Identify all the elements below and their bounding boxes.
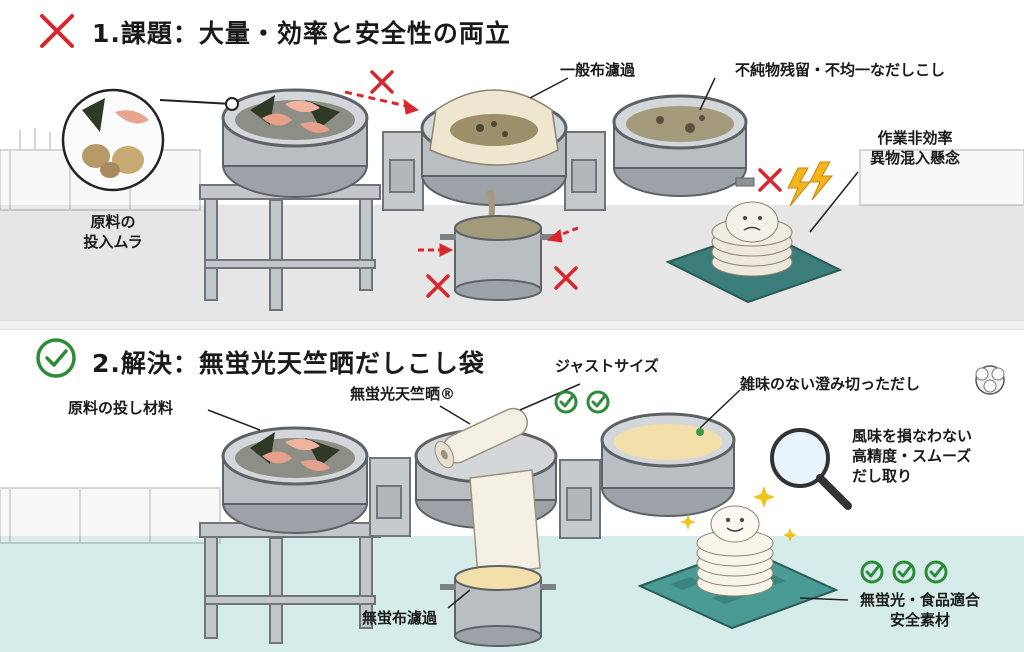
precision-line3: だし取り (852, 467, 913, 485)
control-box (369, 457, 601, 539)
raw-uneven-line1: 原料の (90, 213, 136, 231)
sparkle-icon (680, 486, 797, 542)
raw-uneven-line2: 投入ムラ (83, 233, 143, 251)
just-size-label: ジャストサイズ (555, 357, 659, 375)
inefficient-line1: 作業非効率 (877, 129, 953, 147)
safe-line2: 安全素材 (889, 611, 950, 629)
impurity-label: 不純物残留・不均一なだしこし (735, 61, 946, 79)
lightning-icon (787, 161, 834, 207)
inefficient-label: 作業非効率 異物混入懸念 (850, 128, 980, 168)
cloth-filter-pot (420, 89, 568, 227)
check-icon (36, 338, 76, 378)
raw-ingredients-pot (221, 426, 369, 534)
stand (199, 522, 381, 644)
solution-illustration (0, 338, 1005, 647)
ingredient-closeup (61, 88, 239, 192)
background-kitchen (0, 487, 221, 544)
cross-icon (40, 14, 74, 48)
section-divider (0, 320, 1024, 330)
cotton-icon (975, 365, 1005, 395)
precision-label: 風味を損なわない 高精度・スムーズ だし取り (852, 426, 972, 486)
cross-icon (370, 70, 782, 298)
problem-illustration (0, 14, 1024, 311)
leader-lines (529, 77, 859, 233)
raw-uneven-label: 原料の 投入ムラ (68, 212, 158, 252)
raw-ingredients-pot (221, 88, 369, 198)
control-box (382, 131, 606, 211)
safe-material-label: 無蛍光・食品適合 安全素材 (850, 590, 990, 630)
fabric-filter-pot (414, 407, 558, 577)
stand (199, 184, 381, 311)
precision-line2: 高精度・スムーズ (852, 447, 972, 465)
collecting-pot (440, 215, 556, 301)
cotton-cloth-label: 一般布濾過 (560, 61, 636, 79)
raw-input-label: 原料の投し材料 (68, 399, 174, 417)
arrow-icon (344, 90, 579, 257)
clear-dashi-label: 雑味のない澄み切っただし (740, 375, 921, 393)
nonwoven-label: 無蛍布濾過 (362, 609, 438, 627)
precision-line1: 風味を損なわない (852, 427, 973, 445)
safe-line1: 無蛍光・食品適合 (859, 591, 980, 609)
tenjiku-label: 無蛍光天竺晒® (350, 385, 456, 403)
problem-heading: 1.課題：大量・効率と安全性の両立 (92, 19, 511, 48)
leader-lines (207, 383, 849, 609)
collecting-pot (440, 565, 556, 647)
magnifier-icon (770, 428, 852, 510)
inefficient-line2: 異物混入懸念 (869, 149, 960, 167)
solution-panel: 2.解決：無蛍光天竺晒だしこし袋 原料の投し材料 無蛍光天竺晒® ジャストサイズ… (0, 328, 1024, 652)
impure-broth-pot (612, 94, 755, 197)
dirty-cloth-stack (665, 201, 843, 304)
clean-cloth-stack (637, 505, 839, 630)
problem-panel: 1.課題：大量・効率と安全性の両立 原料の 投入ムラ 一般布濾過 不純物残留・不… (0, 0, 1024, 320)
clear-broth-pot (600, 412, 736, 517)
solution-heading: 2.解決：無蛍光天竺晒だしこし袋 (92, 349, 485, 378)
check-icon (554, 390, 948, 584)
